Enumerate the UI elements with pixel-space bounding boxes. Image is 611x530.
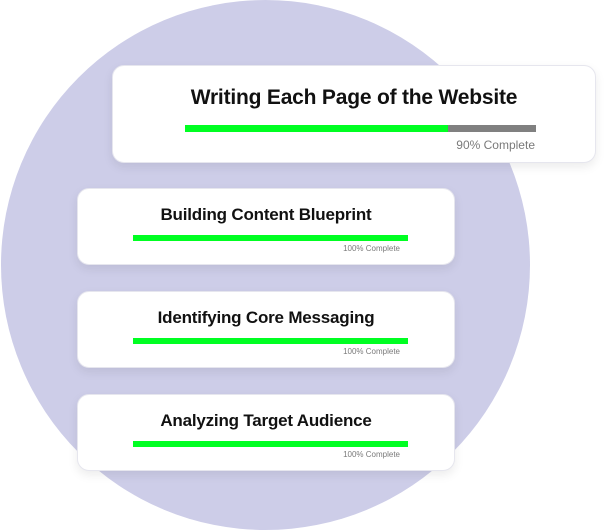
progress-label: 90% Complete (456, 138, 535, 152)
progress-bar-fill (133, 441, 408, 447)
task-card-content-blueprint: Building Content Blueprint 100% Complete (77, 188, 455, 265)
task-title: Building Content Blueprint (160, 205, 372, 224)
progress-bar (133, 235, 408, 241)
task-card-target-audience: Analyzing Target Audience 100% Complete (77, 394, 455, 471)
progress-bar (133, 338, 408, 344)
task-title: Writing Each Page of the Website (190, 86, 518, 109)
progress-bar (133, 441, 408, 447)
progress-bar-fill (185, 125, 449, 132)
task-title: Identifying Core Messaging (157, 308, 375, 327)
progress-bar-fill (133, 235, 408, 241)
task-card-core-messaging: Identifying Core Messaging 100% Complete (77, 291, 455, 368)
task-title: Analyzing Target Audience (160, 411, 372, 430)
task-card-writing-pages: Writing Each Page of the Website 90% Com… (112, 65, 596, 163)
progress-label: 100% Complete (343, 244, 400, 253)
progress-bar (185, 125, 536, 132)
progress-label: 100% Complete (343, 450, 400, 459)
progress-bar-fill (133, 338, 408, 344)
progress-label: 100% Complete (343, 347, 400, 356)
